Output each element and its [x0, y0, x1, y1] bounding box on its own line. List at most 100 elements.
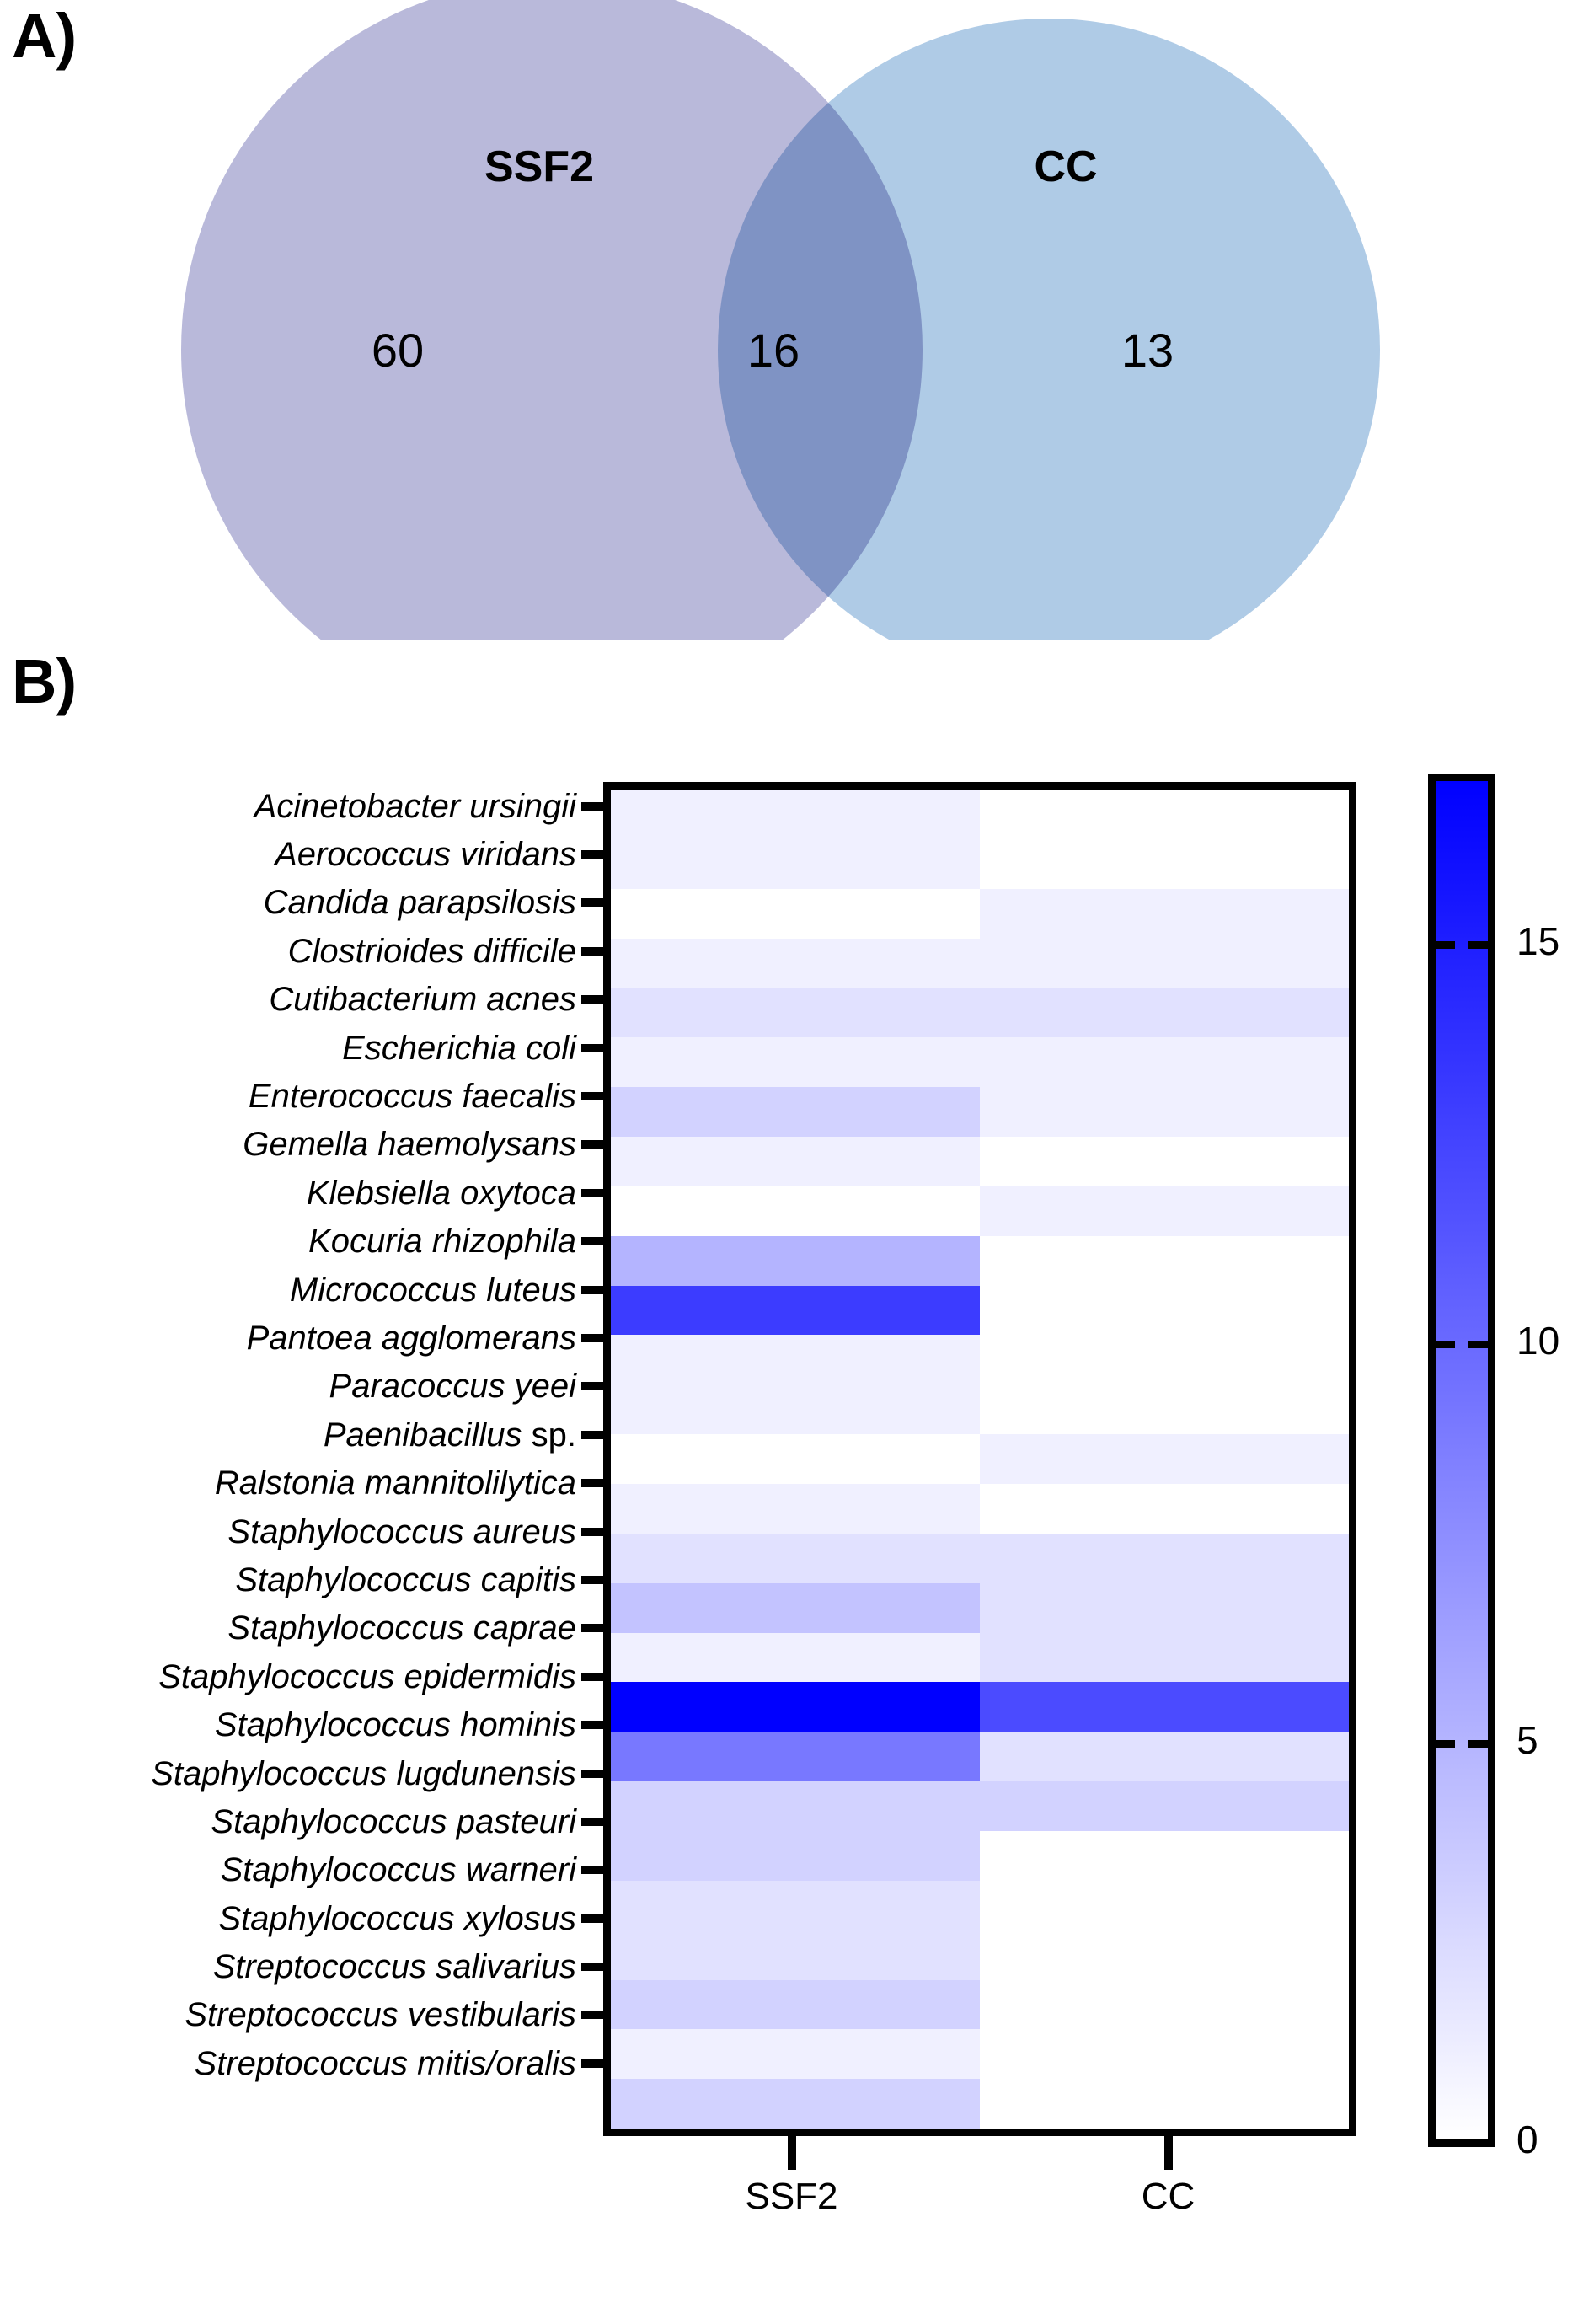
heatmap-row-label: Staphylococcus xylosus [0, 1894, 581, 1942]
y-axis-tick [581, 1169, 603, 1217]
heatmap-cell [611, 1533, 980, 1583]
heatmap-cell [611, 838, 980, 889]
heatmap-cell [980, 1434, 1349, 1485]
heatmap-cell [980, 1682, 1349, 1732]
y-axis-tick [581, 782, 603, 830]
heatmap-cell [611, 1484, 980, 1534]
colorbar-label-15: 15 [1516, 918, 1560, 963]
heatmap-cell [611, 1285, 980, 1336]
heatmap-cell [611, 1384, 980, 1435]
colorbar-tick [1433, 940, 1455, 949]
heatmap-cell [980, 988, 1349, 1038]
heatmap-cell [980, 1235, 1349, 1286]
species-name: Enterococcus faecalis [248, 1078, 576, 1116]
species-name: Paenibacillus sp. [323, 1416, 576, 1454]
heatmap-row-label: Paracoccus yeei [0, 1363, 581, 1411]
venn-svg: SSF2 CC 60 16 13 [181, 0, 1380, 640]
species-name: Clostrioides difficile [287, 932, 576, 970]
panel-b-label: B) [12, 646, 77, 716]
heatmap-cell [980, 1930, 1349, 1980]
heatmap-cell [980, 1137, 1349, 1186]
colorbar-label-5: 5 [1516, 1717, 1538, 1762]
heatmap-cell [980, 1732, 1349, 1782]
heatmap-cell [611, 1582, 980, 1633]
species-name: Klebsiella oxytoca [306, 1174, 576, 1212]
heatmap-cell [980, 1186, 1349, 1236]
heatmap-row-label: Staphylococcus caprae [0, 1604, 581, 1652]
heatmap-row-label: Ralstonia mannitolilytica [0, 1459, 581, 1507]
colorbar-gradient [1436, 781, 1488, 2139]
y-axis-tick [581, 976, 603, 1024]
species-name: Staphylococcus aureus [227, 1513, 576, 1550]
heatmap-cell [980, 1285, 1349, 1336]
y-axis-tick [581, 1072, 603, 1120]
heatmap-row-label: Staphylococcus hominis [0, 1700, 581, 1748]
heatmap-cell [980, 1087, 1349, 1138]
species-name: Kocuria rhizophila [308, 1223, 576, 1261]
heatmap-cell [611, 1087, 980, 1138]
y-axis-tick [581, 1700, 603, 1748]
y-axis-tick [581, 1604, 603, 1652]
heatmap-cell [611, 1831, 980, 1881]
y-axis-tick [581, 1942, 603, 1990]
species-name: Ralstonia mannitolilytica [214, 1465, 576, 1502]
heatmap-row-label: Staphylococcus warneri [0, 1846, 581, 1894]
heatmap-cell [980, 1037, 1349, 1088]
species-name: Escherichia coli [342, 1029, 576, 1067]
species-name: Paracoccus yeei [329, 1368, 576, 1406]
venn-label-cc: CC [1034, 142, 1097, 191]
heatmap-cell [980, 1335, 1349, 1385]
heatmap-cell [611, 1979, 980, 2030]
heatmap-cell [611, 1930, 980, 1980]
heatmap-plot-area [603, 782, 1356, 2136]
x-axis-tick [787, 2136, 796, 2170]
heatmap-row-label: Gemella haemolysans [0, 1121, 581, 1169]
venn-circle-ssf2 [181, 0, 923, 640]
species-name: Pantoea agglomerans [246, 1319, 576, 1357]
heatmap-row-label: Klebsiella oxytoca [0, 1169, 581, 1217]
heatmap-cell [980, 1831, 1349, 1881]
x-axis-label-cc: CC [1141, 2176, 1196, 2217]
y-axis-tick [581, 1991, 603, 2039]
y-axis-tick [581, 1556, 603, 1604]
species-name: Micrococcus luteus [289, 1271, 576, 1309]
heatmap-cell [980, 2029, 1349, 2080]
heatmap-cell [611, 1732, 980, 1782]
heatmap-cell [611, 1335, 980, 1385]
colorbar-label-0: 0 [1516, 2118, 1538, 2161]
y-axis-tick [581, 1459, 603, 1507]
y-axis-tick [581, 879, 603, 927]
heatmap-row-label: Staphylococcus aureus [0, 1507, 581, 1556]
colorbar-tick [1468, 1739, 1490, 1748]
species-name: Staphylococcus pasteuri [211, 1802, 576, 1840]
heatmap-cell [980, 1484, 1349, 1534]
y-axis-tick [581, 1218, 603, 1266]
species-name: Candida parapsilosis [263, 884, 576, 922]
heatmap-cell [611, 1632, 980, 1683]
heatmap-row-label: Paenibacillus sp. [0, 1411, 581, 1459]
venn-count-intersection: 16 [747, 324, 800, 377]
heatmap-cell [611, 790, 980, 839]
heatmap-cell [611, 938, 980, 988]
heatmap-cell [980, 1632, 1349, 1683]
species-name: Cutibacterium acnes [269, 981, 576, 1019]
heatmap-cell [611, 1781, 980, 1832]
heatmap-row-label: Acinetobacter ursingii [0, 782, 581, 830]
venn-label-ssf2: SSF2 [484, 142, 594, 191]
y-axis-tick [581, 1411, 603, 1459]
heatmap-row-label: Staphylococcus epidermidis [0, 1652, 581, 1700]
heatmap-row-label: Enterococcus faecalis [0, 1072, 581, 1120]
y-axis-tick [581, 1024, 603, 1072]
heatmap-x-axis-ticks [603, 2136, 1356, 2170]
species-name: Staphylococcus epidermidis [158, 1657, 576, 1695]
colorbar-tick [1433, 1739, 1455, 1748]
y-axis-tick [581, 1894, 603, 1942]
heatmap-cell [611, 1037, 980, 1088]
species-name: Streptococcus vestibularis [185, 1996, 576, 2034]
heatmap-cell [611, 888, 980, 939]
y-axis-tick [581, 2039, 603, 2087]
heatmap-row-label: Escherichia coli [0, 1024, 581, 1072]
